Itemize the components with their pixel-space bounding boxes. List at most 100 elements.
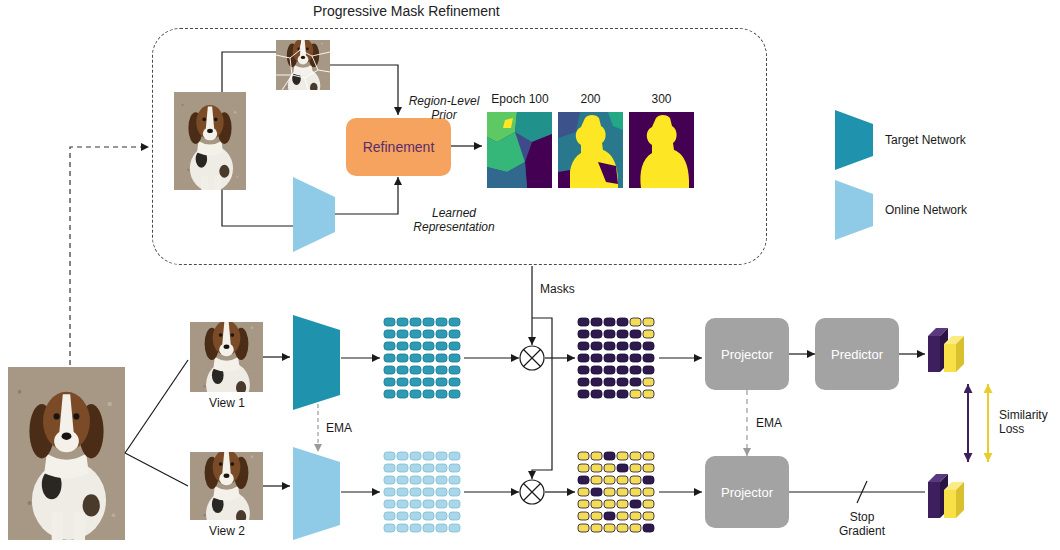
embedding-bar xyxy=(944,490,956,518)
feature-tile xyxy=(436,354,447,362)
feature-tile xyxy=(410,366,421,374)
flow-lines xyxy=(789,491,925,492)
flow-lines xyxy=(531,266,532,345)
feature-tile xyxy=(410,342,421,350)
feature-tile xyxy=(423,476,434,484)
feature-tile xyxy=(617,524,628,532)
feature-tile xyxy=(397,500,408,508)
heatmaps xyxy=(558,112,623,188)
feature-tile xyxy=(617,366,628,374)
feature-tile xyxy=(617,512,628,520)
feature-tile xyxy=(630,342,641,350)
view-images xyxy=(190,435,263,537)
input-image xyxy=(5,367,129,540)
feature-tile xyxy=(578,354,589,362)
legend-item: Online Network xyxy=(835,180,967,240)
feature-tile xyxy=(449,330,460,338)
feature-tile xyxy=(449,512,460,520)
feature-tile xyxy=(436,464,447,472)
feature-tile xyxy=(604,452,615,460)
refinement-inputs xyxy=(276,27,330,103)
feature-tile xyxy=(436,342,447,350)
feature-tile xyxy=(604,500,615,508)
feature-tile xyxy=(449,488,460,496)
embedding-bar xyxy=(928,336,940,372)
flow-label: Masks xyxy=(540,282,590,296)
flow-lines xyxy=(330,65,398,115)
feature-tile xyxy=(436,366,447,374)
legend-swatch xyxy=(835,110,873,170)
feature-tile xyxy=(630,378,641,386)
flow-lines xyxy=(125,453,188,486)
feature-tile xyxy=(617,378,628,386)
feature-tile xyxy=(643,452,654,460)
feature-tile xyxy=(384,512,395,520)
feature-tile xyxy=(436,318,447,326)
feature-tile xyxy=(423,354,434,362)
feature-tile xyxy=(397,318,408,326)
feature-tile xyxy=(397,354,408,362)
refinement-inputs xyxy=(174,27,335,252)
feature-tile xyxy=(591,378,602,386)
feature-tile xyxy=(578,330,589,338)
feature-tile xyxy=(604,476,615,484)
multiply-symbols xyxy=(524,350,541,367)
multiply-symbols xyxy=(524,484,541,501)
box-label: Refinement xyxy=(363,139,435,155)
feature-tile xyxy=(643,342,654,350)
feature-tile xyxy=(397,476,408,484)
feature-tile xyxy=(436,390,447,398)
feature-tile xyxy=(423,330,434,338)
feature-tile xyxy=(423,390,434,398)
box-label: Predictor xyxy=(831,347,883,362)
feature-tile xyxy=(604,464,615,472)
epoch-label: 300 xyxy=(629,92,694,106)
feature-tile xyxy=(423,318,434,326)
feature-tile xyxy=(630,512,641,520)
feature-tile xyxy=(397,330,408,338)
feature-tile xyxy=(578,500,589,508)
legend-swatch xyxy=(835,180,873,240)
feature-tile xyxy=(643,354,654,362)
embedding-bar xyxy=(928,482,940,518)
feature-tile xyxy=(617,500,628,508)
epoch-label: Epoch 100 xyxy=(482,92,558,106)
heatmaps xyxy=(525,134,552,188)
feature-tile xyxy=(384,342,395,350)
feature-tile xyxy=(643,378,654,386)
view-label: View 1 xyxy=(192,396,262,410)
feature-tile xyxy=(436,476,447,484)
feature-tile xyxy=(449,366,460,374)
feature-tile xyxy=(436,524,447,532)
feature-tile xyxy=(643,500,654,508)
feature-tile xyxy=(384,390,395,398)
feature-tile xyxy=(436,500,447,508)
feature-tile xyxy=(643,318,654,326)
flow-lines xyxy=(659,357,702,358)
masked-grid xyxy=(578,452,654,532)
refinement-inputs xyxy=(174,91,246,192)
flow-arrow xyxy=(789,353,815,354)
embedding-bar xyxy=(944,344,956,372)
feature-tile xyxy=(643,464,654,472)
feature-tile xyxy=(410,464,421,472)
feature-tile xyxy=(578,464,589,472)
feature-tile xyxy=(449,354,460,362)
refinement-inputs xyxy=(276,40,330,90)
predictor-box: Predictor xyxy=(815,318,899,390)
feature-tile xyxy=(423,378,434,386)
feature-tile xyxy=(449,500,460,508)
feature-tile xyxy=(578,488,589,496)
flow-lines xyxy=(341,357,380,358)
feature-tile xyxy=(384,354,395,362)
feature-tile xyxy=(449,378,460,386)
feature-tile xyxy=(397,464,408,472)
feature-tile xyxy=(578,512,589,520)
flow-lines xyxy=(545,357,575,358)
feature-tile xyxy=(449,464,460,472)
feature-tile xyxy=(436,512,447,520)
feature-tile xyxy=(643,512,654,520)
projector-box: Projector xyxy=(705,456,789,528)
feature-tile xyxy=(604,390,615,398)
